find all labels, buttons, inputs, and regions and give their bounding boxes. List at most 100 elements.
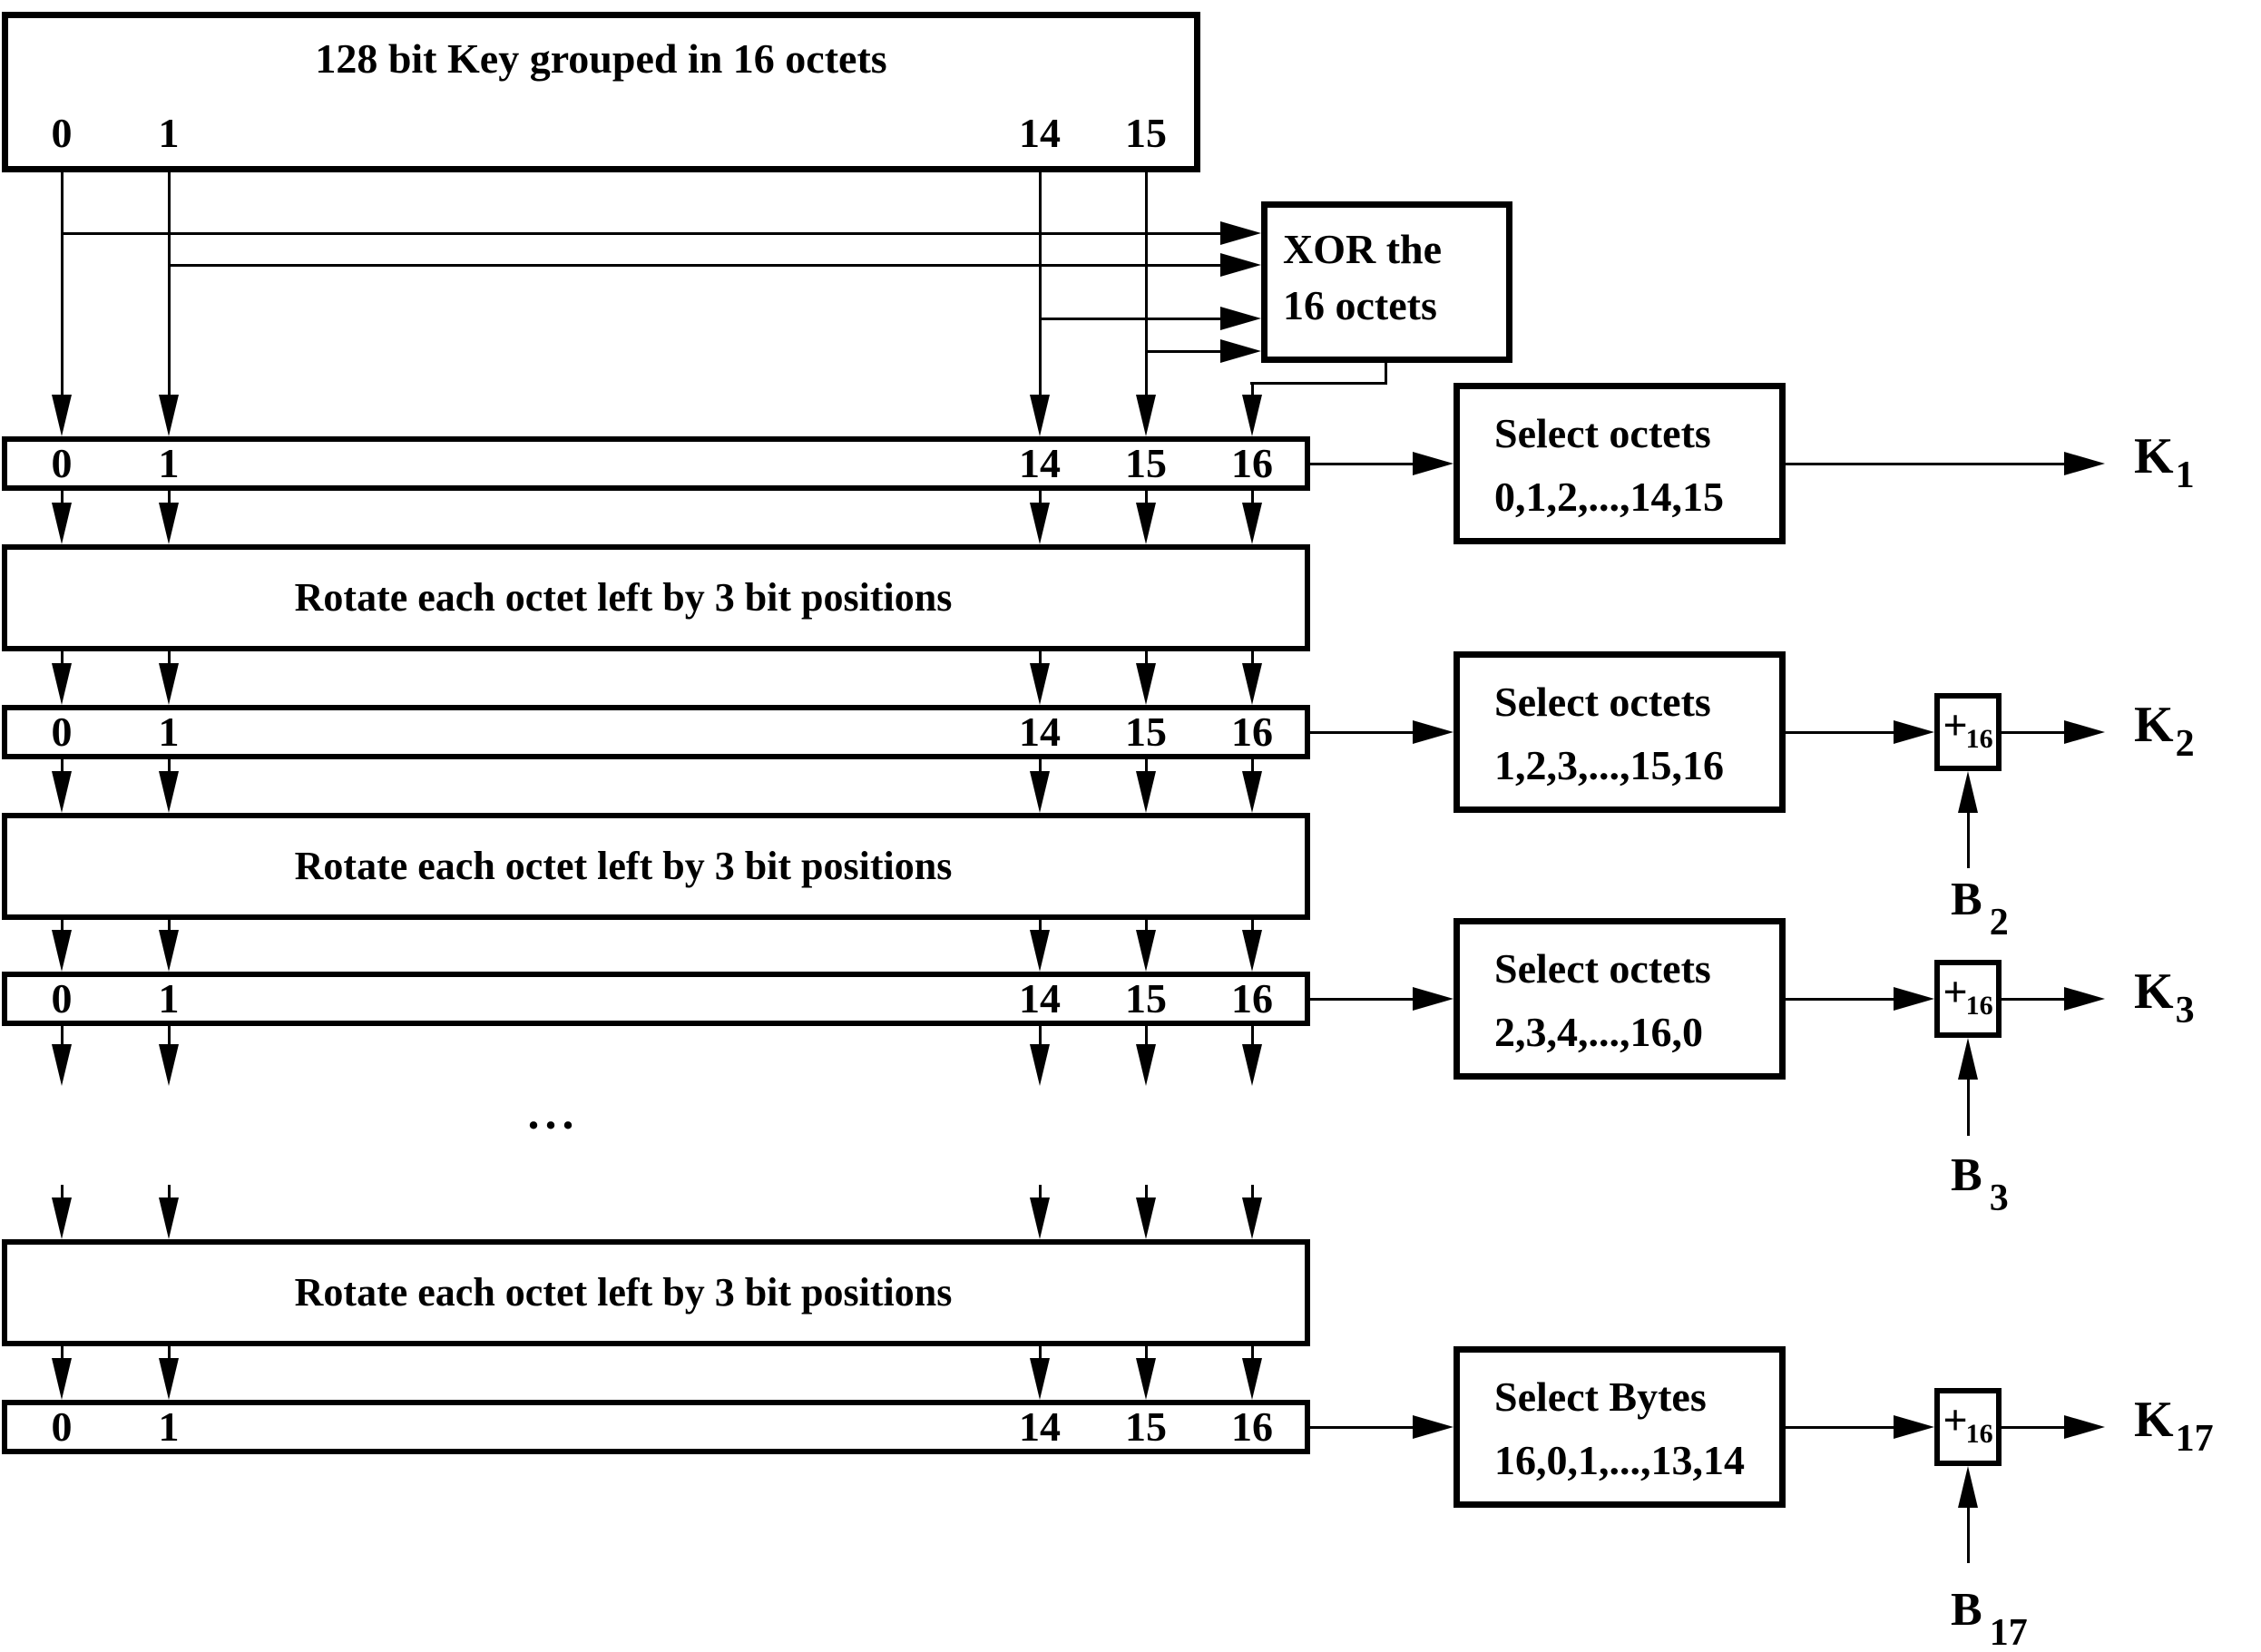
row4-label-16: 16: [1231, 1403, 1273, 1450]
row3-label-0: 0: [51, 975, 73, 1022]
wire-horizontal: [1310, 1426, 1413, 1429]
select-box-2: [1454, 651, 1786, 813]
octet-row-1: [2, 436, 1310, 491]
arrowhead-right-icon: [1894, 720, 1934, 744]
wire-horizontal: [62, 232, 1220, 235]
arrowhead-down-icon: [1242, 503, 1262, 544]
xor-box: [1261, 201, 1512, 363]
row1-label-15: 15: [1125, 440, 1167, 486]
select3-items: 2,3,4,...,16,0: [1494, 1009, 1703, 1055]
arrowhead-down-icon: [1136, 1197, 1156, 1239]
wire-vertical: [1145, 1185, 1148, 1197]
row1-label-14: 14: [1019, 440, 1061, 486]
select4-items: 16,0,1,...,13,14: [1494, 1437, 1745, 1483]
arrowhead-down-icon: [159, 1358, 179, 1400]
wire-horizontal: [1146, 350, 1220, 353]
arrowhead-right-icon: [1413, 1415, 1454, 1439]
wire-vertical: [1251, 920, 1254, 930]
row4-label-14: 14: [1019, 1403, 1061, 1450]
wire-vertical: [1251, 1185, 1254, 1197]
wire-horizontal: [1310, 463, 1413, 465]
adder-subscript: 16: [1965, 724, 1993, 754]
wire-horizontal: [1786, 1426, 1894, 1429]
row2-label-16: 16: [1231, 709, 1273, 755]
key-octet-label-14: 14: [1019, 110, 1061, 156]
wire-vertical: [1039, 1185, 1042, 1197]
wire-vertical: [1967, 813, 1970, 868]
arrowhead-down-icon: [1030, 663, 1050, 705]
wire-vertical: [1251, 1346, 1254, 1358]
arrowhead-down-icon: [52, 1044, 72, 1086]
arrowhead-down-icon: [1242, 663, 1262, 705]
wire-vertical: [168, 1026, 171, 1044]
select-box-3: [1454, 918, 1786, 1080]
row4-label-15: 15: [1125, 1403, 1167, 1450]
wire-vertical: [1039, 1346, 1042, 1358]
arrowhead-down-icon: [159, 503, 179, 544]
ellipsis: ...: [527, 1088, 580, 1139]
mod16-adder-k2: +16: [1934, 693, 2002, 771]
arrowhead-down-icon: [52, 1197, 72, 1239]
row2-label-15: 15: [1125, 709, 1167, 755]
key-octet-label-15: 15: [1125, 110, 1167, 156]
arrowhead-down-icon: [52, 663, 72, 705]
arrowhead-down-icon: [1242, 395, 1262, 436]
row3-label-15: 15: [1125, 975, 1167, 1022]
wire-vertical: [1039, 920, 1042, 930]
row2-label-0: 0: [51, 709, 73, 755]
wire-vertical: [1039, 1026, 1042, 1044]
wire-vertical: [1251, 382, 1254, 396]
arrowhead-down-icon: [1136, 771, 1156, 813]
row2-label-14: 14: [1019, 709, 1061, 755]
mod16-adder-k17: +16: [1934, 1388, 2002, 1466]
adder-subscript: 16: [1965, 991, 1993, 1021]
wire-vertical: [1967, 1080, 1970, 1136]
arrowhead-up-icon: [1958, 771, 1978, 813]
select3-title: Select octets: [1494, 945, 1711, 992]
wire-vertical: [1145, 1026, 1148, 1044]
arrowhead-down-icon: [1136, 503, 1156, 544]
wire-vertical: [1145, 172, 1148, 395]
arrowhead-down-icon: [1030, 1197, 1050, 1239]
octet-row-3: [2, 972, 1310, 1026]
wire-horizontal: [1786, 463, 2064, 465]
row3-label-1: 1: [158, 975, 180, 1022]
key-octet-label-1: 1: [158, 110, 180, 156]
wire-vertical: [1251, 759, 1254, 771]
arrowhead-down-icon: [159, 1044, 179, 1086]
arrowhead-down-icon: [52, 930, 72, 972]
wire-vertical: [61, 920, 64, 930]
arrowhead-down-icon: [159, 930, 179, 972]
arrowhead-right-icon: [1220, 339, 1261, 363]
plus-icon: +: [1943, 967, 1968, 1016]
arrowhead-down-icon: [1030, 395, 1050, 436]
arrowhead-down-icon: [1242, 771, 1262, 813]
wire-vertical: [61, 491, 64, 503]
wire-vertical: [1145, 920, 1148, 930]
arrowhead-down-icon: [1030, 930, 1050, 972]
row1-label-1: 1: [158, 440, 180, 486]
wire-horizontal: [2002, 998, 2064, 1001]
plus-icon: +: [1943, 1395, 1968, 1444]
arrowhead-right-icon: [2064, 1415, 2105, 1439]
wire-vertical: [168, 1346, 171, 1358]
select-box-1: [1454, 383, 1786, 544]
wire-vertical: [168, 491, 171, 503]
arrowhead-down-icon: [52, 771, 72, 813]
wire-vertical: [1967, 1508, 1970, 1563]
arrowhead-down-icon: [159, 771, 179, 813]
wire-vertical: [1145, 1346, 1148, 1358]
wire-vertical: [1039, 651, 1042, 663]
arrowhead-right-icon: [1220, 307, 1261, 330]
arrowhead-down-icon: [1030, 503, 1050, 544]
mod16-adder-k3: +16: [1934, 960, 2002, 1038]
wire-vertical: [168, 920, 171, 930]
arrowhead-right-icon: [1894, 987, 1934, 1011]
wire-vertical: [61, 1185, 64, 1197]
wire-vertical: [168, 1185, 171, 1197]
arrowhead-right-icon: [2064, 720, 2105, 744]
wire-vertical: [61, 1026, 64, 1044]
wire-vertical: [1385, 363, 1387, 385]
